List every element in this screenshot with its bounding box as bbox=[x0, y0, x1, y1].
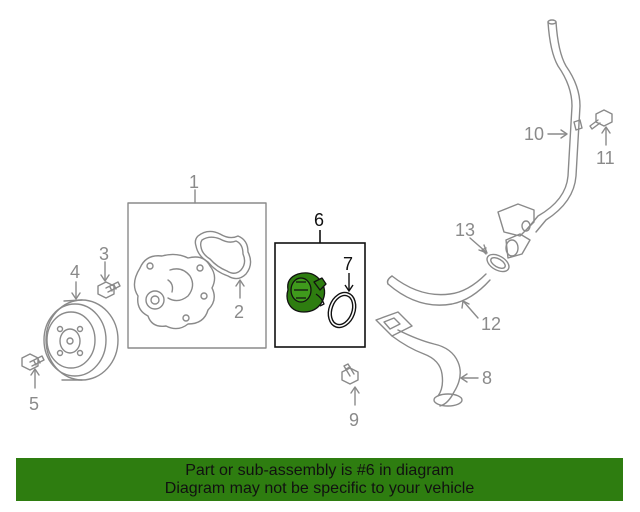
coolant-pipe[interactable] bbox=[497, 19, 583, 259]
callout-12: 12 bbox=[481, 314, 501, 334]
banner-line-2: Diagram may not be specific to your vehi… bbox=[164, 480, 475, 497]
callout-1: 1 bbox=[189, 172, 199, 192]
bolt-3[interactable] bbox=[97, 281, 121, 299]
banner-line-1: Part or sub-assembly is #6 in diagram bbox=[185, 462, 454, 479]
callout-8: 8 bbox=[482, 368, 492, 388]
water-pump-group-frame bbox=[127, 189, 267, 349]
callout-11: 11 bbox=[596, 148, 615, 168]
leader-12 bbox=[463, 301, 479, 319]
arrow-7 bbox=[344, 284, 354, 293]
callout-13: 13 bbox=[455, 220, 475, 240]
bolt-11[interactable] bbox=[589, 109, 613, 130]
callout-3: 3 bbox=[99, 244, 109, 264]
water-pump[interactable] bbox=[133, 253, 216, 330]
callout-7: 7 bbox=[343, 254, 353, 274]
arrow-12 bbox=[461, 300, 470, 309]
gasket-inner-edge bbox=[199, 236, 246, 274]
thermostat[interactable] bbox=[286, 272, 327, 313]
arrow-11 bbox=[601, 126, 611, 134]
hose[interactable] bbox=[386, 273, 491, 306]
callout-2: 2 bbox=[234, 302, 244, 322]
arrow-3 bbox=[100, 274, 110, 282]
water-outlet[interactable] bbox=[375, 311, 463, 407]
info-banner: Part or sub-assembly is #6 in diagram Di… bbox=[16, 458, 623, 501]
arrow-5 bbox=[30, 368, 40, 376]
thermostat-seal[interactable] bbox=[324, 289, 361, 332]
thermostat-group-frame bbox=[274, 230, 366, 348]
callout-10: 10 bbox=[524, 124, 544, 144]
water-pump-gasket[interactable] bbox=[194, 230, 252, 280]
leader-13 bbox=[469, 237, 487, 253]
bolt-9[interactable] bbox=[341, 363, 359, 385]
arrow-8 bbox=[460, 373, 468, 383]
arrow-2 bbox=[235, 279, 245, 287]
bolt-5[interactable] bbox=[21, 353, 45, 371]
arrow-13 bbox=[478, 244, 488, 254]
callout-6: 6 bbox=[314, 210, 324, 230]
arrow-10 bbox=[560, 129, 568, 139]
arrow-9 bbox=[350, 386, 360, 394]
callout-9: 9 bbox=[349, 410, 359, 430]
callout-5: 5 bbox=[29, 394, 39, 414]
callout-4: 4 bbox=[70, 262, 80, 282]
pulley[interactable] bbox=[43, 299, 119, 381]
arrow-4 bbox=[71, 292, 81, 300]
